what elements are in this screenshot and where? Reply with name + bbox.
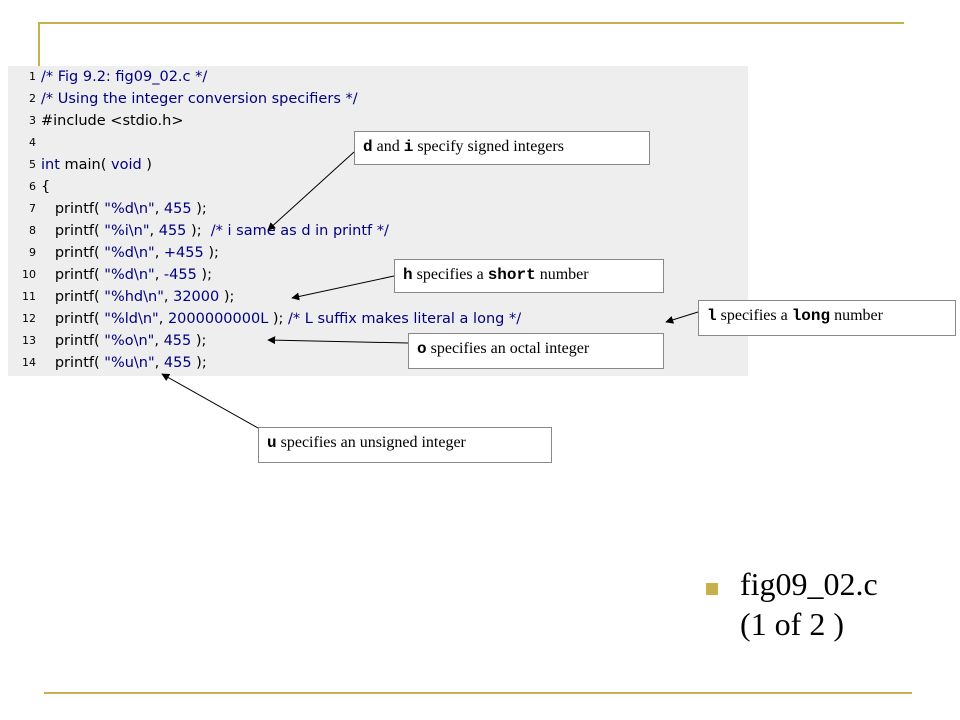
callout-code: h — [403, 266, 413, 284]
callout-code: d — [363, 138, 373, 156]
line-number: 11 — [22, 290, 36, 303]
code-listing: 1 /* Fig 9.2: fig09_02.c */ 2 /* Using the … — [8, 66, 748, 376]
callout-u-unsigned: u specifies an unsigned integer — [258, 427, 552, 463]
callout-d-i-signed: d and i specify signed integers — [354, 131, 650, 165]
callout-code: l — [707, 307, 717, 325]
code-line: 5 int main( void ) — [8, 154, 748, 176]
code-line: 2 /* Using the integer conversion specifi… — [8, 88, 748, 110]
code-text: printf( "%d\n", +455 ); — [41, 245, 219, 261]
code-text: printf( "%hd\n", 32000 ); — [41, 289, 235, 305]
slide-caption: fig09_02.c (1 of 2 ) — [740, 564, 878, 644]
code-line: 1 /* Fig 9.2: fig09_02.c */ — [8, 66, 748, 88]
code-line: 9 printf( "%d\n", +455 ); — [8, 242, 748, 264]
arrow-u — [161, 373, 259, 429]
code-text: #include <stdio.h> — [41, 113, 184, 129]
code-line: 14 printf( "%u\n", 455 ); — [8, 352, 748, 374]
code-line: 3 #include <stdio.h> — [8, 110, 748, 132]
bottom-divider — [44, 692, 912, 694]
line-number: 4 — [29, 136, 36, 149]
code-line: 10 printf( "%d\n", -455 ); — [8, 264, 748, 286]
callout-code: long — [791, 307, 831, 325]
callout-text: and — [372, 138, 404, 155]
line-number: 13 — [22, 334, 36, 347]
callout-h-short: h specifies a short number — [394, 259, 664, 293]
line-number: 10 — [22, 268, 36, 281]
code-text: printf( "%ld\n", 2000000000L ); /* L suf… — [41, 311, 522, 327]
code-text: printf( "%u\n", 455 ); — [41, 355, 207, 371]
code-text: printf( "%d\n", -455 ); — [41, 267, 212, 283]
callout-l-long: l specifies a long number — [698, 300, 956, 336]
code-line: 8 printf( "%i\n", 455 ); /* i same as d … — [8, 220, 748, 242]
code-line: 6{ — [8, 176, 748, 198]
callout-text: number — [535, 266, 589, 283]
code-line: 7 printf( "%d\n", 455 ); — [8, 198, 748, 220]
line-number: 5 — [29, 158, 36, 171]
line-number: 8 — [29, 224, 36, 237]
code-text: int main( void ) — [41, 157, 152, 173]
callout-code: u — [267, 434, 277, 452]
code-text: printf( "%i\n", 455 ); /* i same as d in… — [41, 223, 389, 239]
line-number: 14 — [22, 356, 36, 369]
line-number: 1 — [29, 70, 36, 83]
callout-text: number — [830, 307, 883, 324]
top-divider — [40, 22, 904, 24]
callout-o-octal: o specifies an octal integer — [408, 333, 664, 369]
caption-filename: fig09_02.c — [740, 566, 878, 602]
callout-text: specify signed integers — [413, 138, 564, 155]
callout-code: short — [487, 266, 536, 284]
code-line: 11 printf( "%hd\n", 32000 ); — [8, 286, 748, 308]
line-number: 12 — [22, 312, 36, 325]
callout-text: specifies a — [716, 307, 792, 324]
code-text: /* Using the integer conversion specifie… — [41, 91, 358, 107]
top-left-divider — [38, 22, 40, 70]
code-line: 12 printf( "%ld\n", 2000000000L ); /* L … — [8, 308, 748, 330]
callout-text: specifies an octal integer — [426, 340, 590, 357]
code-line: 4 — [8, 132, 748, 154]
code-line: 13 printf( "%o\n", 455 ); — [8, 330, 748, 352]
line-number: 6 — [29, 180, 36, 193]
callout-text: specifies an unsigned integer — [276, 434, 466, 451]
code-text: printf( "%d\n", 455 ); — [41, 201, 207, 217]
caption-part: (1 of 2 ) — [740, 606, 844, 642]
callout-code: o — [417, 340, 427, 358]
line-number: 3 — [29, 114, 36, 127]
line-number: 7 — [29, 202, 36, 215]
code-text: { — [41, 179, 51, 195]
callout-code: i — [403, 138, 414, 156]
line-number: 9 — [29, 246, 36, 259]
callout-text: specifies a — [412, 266, 488, 283]
code-text: /* Fig 9.2: fig09_02.c */ — [41, 69, 208, 85]
bullet-square-icon — [706, 583, 718, 595]
code-text: printf( "%o\n", 455 ); — [41, 333, 207, 349]
line-number: 2 — [29, 92, 36, 105]
